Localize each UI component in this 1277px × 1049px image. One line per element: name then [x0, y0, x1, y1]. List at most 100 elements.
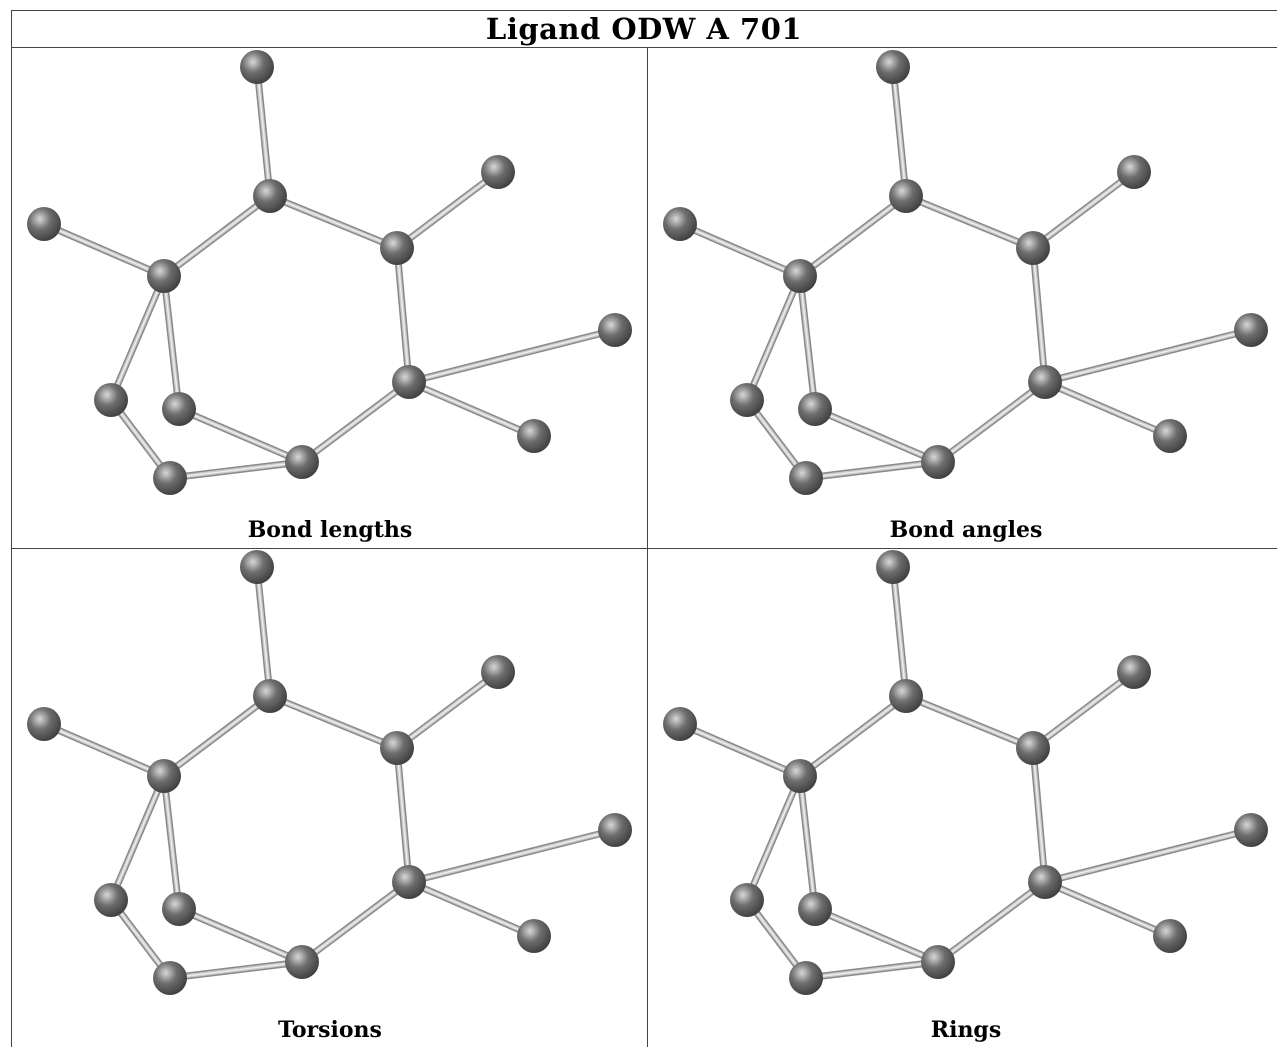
- bond: [796, 272, 819, 413]
- atom: [798, 892, 832, 926]
- molecule-view: [663, 550, 1268, 995]
- panel-rings: Rings: [648, 549, 1277, 1049]
- bond: [266, 692, 401, 752]
- atom: [380, 231, 414, 265]
- atom: [876, 550, 910, 584]
- bond: [1041, 326, 1255, 386]
- panel-bond-lengths: Bond lengths: [12, 49, 648, 549]
- bond: [393, 668, 502, 752]
- panel-caption: Torsions: [278, 1017, 382, 1043]
- bond: [298, 378, 413, 466]
- bond: [796, 192, 910, 280]
- atom: [94, 383, 128, 417]
- atom: [517, 419, 551, 453]
- panel-caption: Bond angles: [889, 517, 1043, 543]
- bond: [1041, 826, 1255, 886]
- title-bar: Ligand ODW A 701: [11, 10, 1277, 48]
- atom: [481, 155, 515, 189]
- bond: [1029, 244, 1049, 386]
- panel-divider-vertical: [647, 48, 648, 1047]
- bond: [743, 772, 804, 904]
- bond: [166, 958, 306, 982]
- bond: [1029, 744, 1049, 886]
- bond: [405, 378, 538, 440]
- atom: [27, 707, 61, 741]
- bond: [934, 878, 1049, 966]
- atom: [663, 207, 697, 241]
- bond: [811, 905, 942, 966]
- atom: [1153, 919, 1187, 953]
- bond: [743, 272, 804, 404]
- bond: [889, 63, 910, 200]
- panel-divider-horizontal: [11, 548, 1277, 549]
- atom: [783, 259, 817, 293]
- atom: [162, 892, 196, 926]
- atom: [253, 679, 287, 713]
- bond: [676, 220, 804, 280]
- bond: [796, 692, 910, 780]
- figure-title: Ligand ODW A 701: [485, 11, 803, 46]
- atom: [1028, 865, 1062, 899]
- molecule-view: [27, 50, 632, 495]
- atom: [285, 445, 319, 479]
- atom: [147, 759, 181, 793]
- bond: [1041, 878, 1174, 940]
- bond: [40, 220, 168, 280]
- molecule-view: [663, 50, 1268, 495]
- bond: [811, 405, 942, 466]
- bond: [802, 958, 942, 982]
- bond: [393, 744, 413, 886]
- bond: [253, 563, 274, 700]
- atom: [392, 365, 426, 399]
- bond: [393, 168, 502, 252]
- atom: [392, 865, 426, 899]
- bond: [405, 326, 619, 386]
- atom: [1117, 655, 1151, 689]
- bond: [40, 720, 168, 780]
- atom: [783, 759, 817, 793]
- bond: [889, 563, 910, 700]
- panel-bond-angles: Bond angles: [648, 49, 1277, 549]
- figure-frame: [11, 10, 1277, 1047]
- atom: [153, 961, 187, 995]
- panel-torsions: Torsions: [12, 549, 648, 1049]
- bond: [802, 458, 942, 482]
- bond: [160, 272, 183, 413]
- atom: [481, 655, 515, 689]
- bond: [393, 244, 413, 386]
- atom: [1016, 231, 1050, 265]
- atom: [380, 731, 414, 765]
- bond: [676, 720, 804, 780]
- atom: [889, 679, 923, 713]
- atom: [1117, 155, 1151, 189]
- atom: [27, 207, 61, 241]
- molecule-view: [27, 550, 632, 995]
- atom: [240, 550, 274, 584]
- atom: [730, 383, 764, 417]
- bond: [298, 878, 413, 966]
- bond: [796, 772, 819, 913]
- bond: [160, 692, 274, 780]
- atom: [798, 392, 832, 426]
- atom: [147, 259, 181, 293]
- atom: [162, 392, 196, 426]
- atom: [789, 961, 823, 995]
- bond: [175, 405, 306, 466]
- atom: [253, 179, 287, 213]
- atom: [889, 179, 923, 213]
- bond: [107, 772, 168, 904]
- atom: [94, 883, 128, 917]
- bond: [1029, 668, 1138, 752]
- atom: [789, 461, 823, 495]
- atom: [663, 707, 697, 741]
- atom: [598, 813, 632, 847]
- bond: [160, 772, 183, 913]
- atom: [876, 50, 910, 84]
- atom: [240, 50, 274, 84]
- bond: [902, 192, 1037, 252]
- atom: [1028, 365, 1062, 399]
- bond: [1041, 378, 1174, 440]
- atom: [1234, 813, 1268, 847]
- bond: [266, 192, 401, 252]
- panel-caption: Bond lengths: [247, 517, 413, 543]
